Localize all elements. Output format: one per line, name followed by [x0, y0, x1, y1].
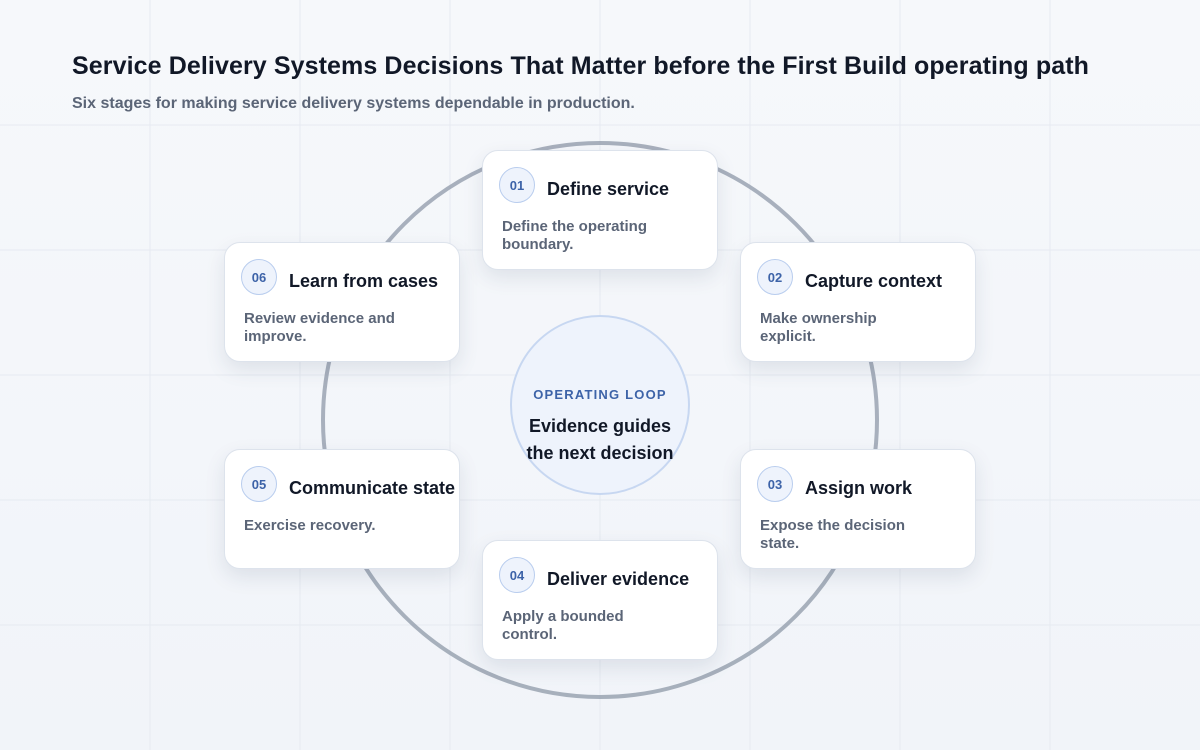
- page-title: Service Delivery Systems Decisions That …: [72, 52, 1090, 80]
- stage-number-badge: 02: [757, 259, 793, 295]
- stage-description: Exercise recovery.: [244, 517, 376, 534]
- stage-number-badge: 03: [757, 466, 793, 502]
- stage-number-badge: 05: [241, 466, 277, 502]
- stage-description: Apply a bounded control.: [502, 608, 624, 643]
- stage-number-badge: 01: [499, 167, 535, 203]
- operating-loop-hub: OPERATING LOOP Evidence guides the next …: [510, 315, 690, 495]
- stage-card-assign-work[interactable]: 03 Assign work Expose the decision state…: [740, 449, 976, 569]
- stage-number-badge: 04: [499, 557, 535, 593]
- stage-title: Capture context: [805, 271, 943, 291]
- stage-title: Communicate state: [289, 478, 456, 498]
- stage-description: Expose the decision state.: [760, 517, 906, 552]
- stage-card-capture-context[interactable]: 02 Capture context Make ownership explic…: [740, 242, 976, 362]
- hub-text: Evidence guides the next decision: [526, 416, 674, 463]
- stage-description: Review evidence and improve.: [244, 310, 395, 345]
- page-subtitle: Six stages for making service delivery s…: [72, 95, 635, 112]
- stage-title: Learn from cases: [289, 271, 439, 291]
- hub-eyebrow: OPERATING LOOP: [533, 387, 667, 402]
- stage-description: Make ownership explicit.: [760, 310, 877, 345]
- stage-card-communicate-state[interactable]: 05 Communicate state Exercise recovery.: [224, 449, 460, 569]
- stage-title: Define service: [547, 179, 670, 199]
- stage-card-deliver-evidence[interactable]: 04 Deliver evidence Apply a bounded cont…: [482, 540, 718, 660]
- stage-number-badge: 06: [241, 259, 277, 295]
- stage-card-learn-from-cases[interactable]: 06 Learn from cases Review evidence and …: [224, 242, 460, 362]
- stage-card-define-service[interactable]: 01 Define service Define the operating b…: [482, 150, 718, 270]
- stage-title: Assign work: [805, 478, 913, 498]
- stage-title: Deliver evidence: [547, 569, 690, 589]
- stage-description: Define the operating boundary.: [502, 218, 648, 253]
